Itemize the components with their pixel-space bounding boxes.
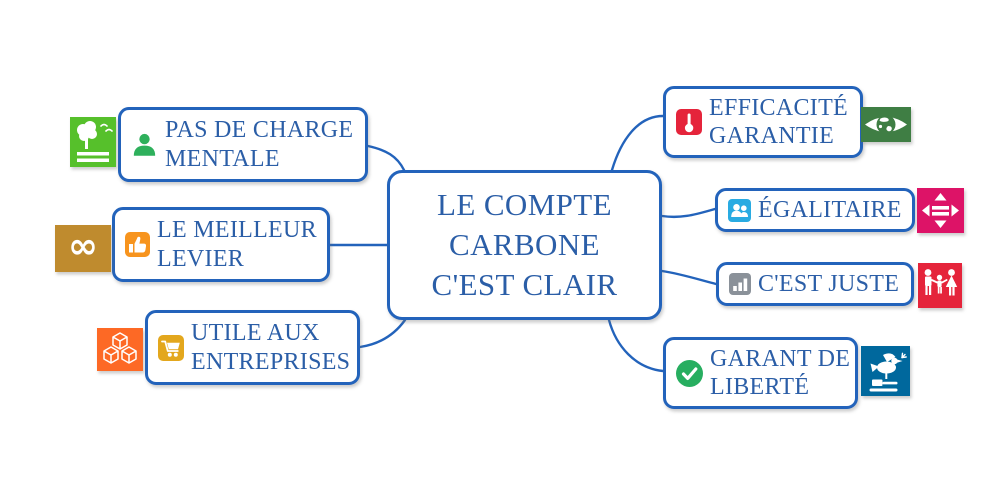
eye-globe-icon xyxy=(861,107,911,142)
person-icon xyxy=(131,131,158,158)
node-pas-de-charge-mentale[interactable]: PAS DE CHARGE MENTALE xyxy=(118,107,368,182)
node-utile-aux-entreprises[interactable]: UTILE AUX ENTREPRISES xyxy=(145,310,360,385)
node-label: EFFICACITÉ GARANTIE xyxy=(709,94,849,149)
node-label: UTILE AUX ENTREPRISES xyxy=(191,320,351,375)
equality-icon xyxy=(917,188,964,233)
users-icon xyxy=(728,198,751,222)
check-icon xyxy=(676,359,703,387)
central-topic-label: LE COMPTE CARBONE C'EST CLAIR xyxy=(431,187,618,302)
nature-icon xyxy=(70,117,116,167)
node-label: LE MEILLEUR LEVIER xyxy=(157,217,317,272)
thermometer-icon xyxy=(676,109,702,135)
node-central-topic[interactable]: LE COMPTE CARBONE C'EST CLAIR xyxy=(387,170,662,320)
node-le-meilleur-levier[interactable]: LE MEILLEUR LEVIER xyxy=(112,207,330,282)
svg-text:∞: ∞ xyxy=(68,226,98,267)
connector-cest-juste xyxy=(660,269,718,286)
node-label: PAS DE CHARGE MENTALE xyxy=(165,117,354,172)
connector-garant-liberte xyxy=(607,318,665,373)
node-cest-juste[interactable]: C'EST JUSTE xyxy=(716,262,914,306)
node-label: C'EST JUSTE xyxy=(758,270,900,297)
connector-efficacite xyxy=(610,114,665,172)
thumbs-up-icon xyxy=(125,232,150,257)
cart-icon xyxy=(158,334,184,361)
connector-egalitaire xyxy=(660,207,717,219)
connector-pas-de-charge xyxy=(366,144,406,172)
dove-icon xyxy=(861,346,910,396)
node-label: GARANT DE LIBERTÉ xyxy=(710,345,851,400)
infinity-icon: ∞ xyxy=(55,225,111,272)
cubes-icon xyxy=(97,328,143,371)
node-garant-de-liberte[interactable]: GARANT DE LIBERTÉ xyxy=(663,337,858,409)
family-icon xyxy=(918,263,962,308)
node-egalitaire[interactable]: ÉGALITAIRE xyxy=(715,188,915,232)
connector-utile-entreprises xyxy=(358,318,407,349)
node-efficacite-garantie[interactable]: EFFICACITÉ GARANTIE xyxy=(663,86,863,158)
node-label: ÉGALITAIRE xyxy=(758,196,902,223)
bar-chart-icon xyxy=(729,273,751,295)
